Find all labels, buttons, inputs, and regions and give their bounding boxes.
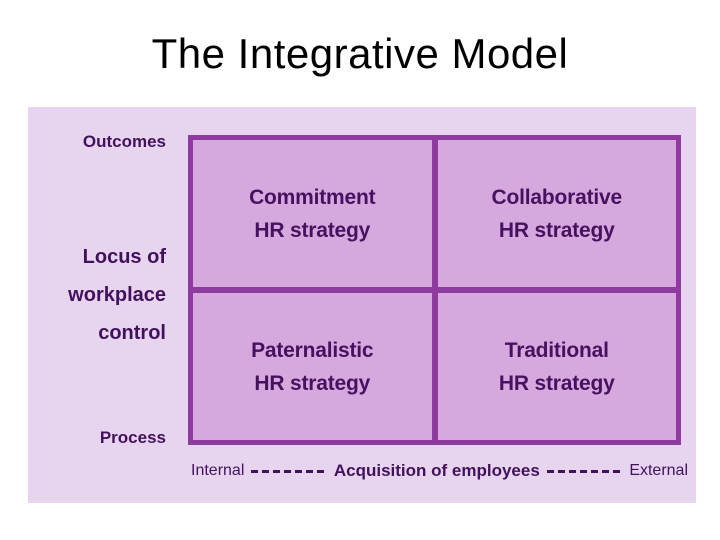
- quadrant-grid: Commitment HR strategy Collaborative HR …: [188, 135, 681, 445]
- page-title: The Integrative Model: [151, 30, 569, 77]
- dashed-line-left: [251, 469, 327, 473]
- x-axis-center-label: Acquisition of employees: [333, 461, 540, 480]
- y-axis-top-label: Outcomes: [82, 132, 166, 151]
- quadrant-paternalistic: Paternalistic HR strategy: [193, 293, 432, 440]
- quadrant-label-line: Traditional: [504, 338, 609, 362]
- y-axis-title-line-2: workplace: [68, 284, 166, 306]
- quadrant-label-line: Commitment: [249, 185, 376, 209]
- quadrant-collaborative: Collaborative HR strategy: [437, 140, 676, 287]
- x-axis-right-label: External: [629, 462, 689, 479]
- y-axis-title-line-1: Locus of: [82, 246, 166, 268]
- quadrant-commitment: Commitment HR strategy: [193, 140, 432, 287]
- diagram-panel: Outcomes Locus of workplace control Proc…: [28, 107, 696, 503]
- dashed-line-right: [546, 469, 623, 473]
- quadrant-label-line: HR strategy: [498, 218, 615, 242]
- quadrant-label-line: HR strategy: [498, 371, 615, 395]
- x-axis: Internal Acquisition of employees Extern…: [191, 460, 688, 482]
- x-axis-left-label: Internal: [191, 462, 245, 479]
- quadrant-label-line: Paternalistic: [251, 338, 374, 362]
- y-axis-title-line-3: control: [98, 322, 166, 344]
- quadrant-label-line: HR strategy: [254, 371, 371, 395]
- quadrant-label-line: HR strategy: [254, 218, 371, 242]
- quadrant-label-line: Collaborative: [491, 185, 623, 209]
- y-axis-title: Locus of workplace control: [28, 238, 166, 352]
- quadrant-traditional: Traditional HR strategy: [437, 293, 676, 440]
- y-axis-bottom-label: Process: [99, 428, 166, 447]
